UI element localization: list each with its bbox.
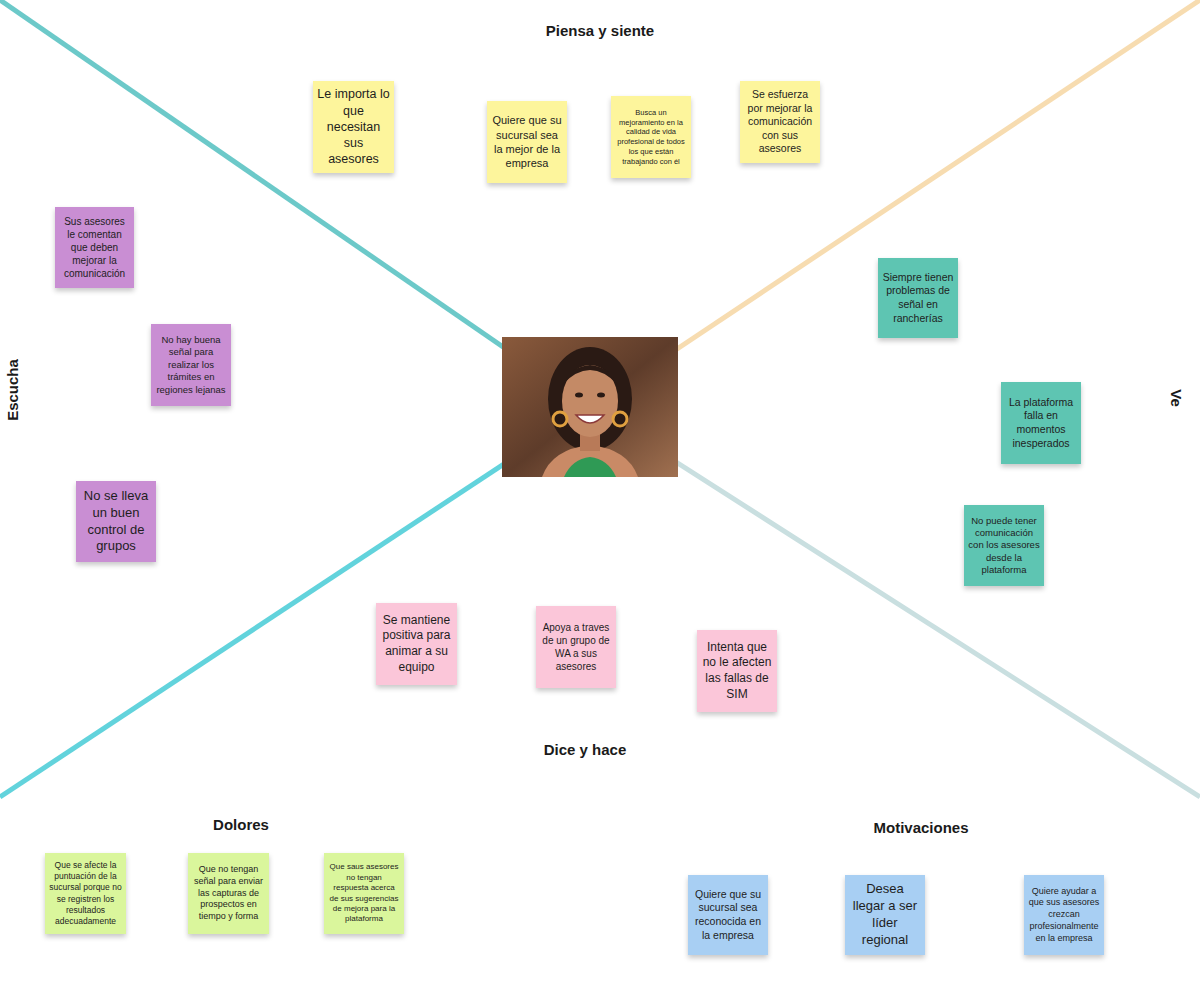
note-text: Quiere que su sucursal sea reconocida en… — [692, 888, 764, 943]
sticky-note: No hay buena señal para realizar los trá… — [151, 324, 231, 406]
top — [564, 457, 616, 477]
note-text: No se lleva un buen control de grupos — [80, 488, 152, 556]
note-text: Siempre tienen problemas de señal en ran… — [882, 271, 954, 326]
photo-background — [502, 337, 678, 477]
region-fill — [590, 0, 1200, 797]
note-text: Que se afecte la puntuación de la sucurs… — [49, 860, 122, 926]
note-text: No hay buena señal para realizar los trá… — [155, 334, 227, 396]
sticky-note: Siempre tienen problemas de señal en ran… — [878, 258, 958, 338]
persona-photo — [502, 337, 678, 477]
note-text: Quiere ayudar a que sus asesores crezcan… — [1028, 886, 1100, 944]
map-panel: MotivacionesQuiere que su sucursal sea r… — [600, 797, 1200, 997]
note-text: Busca un mejoramiento en la calidad de v… — [615, 108, 687, 167]
face — [562, 365, 618, 437]
region-fill — [0, 797, 600, 997]
divider-line — [590, 407, 1200, 797]
sticky-note: Que saus asesores no tengan respuesta ac… — [324, 853, 404, 934]
section-heading: Dice y hace — [544, 741, 627, 758]
earring — [613, 412, 627, 426]
section-heading: Dolores — [213, 816, 269, 833]
divider-line — [590, 0, 1200, 407]
note-text: No puede tener comunicación con los ases… — [968, 515, 1040, 577]
region-fill — [600, 797, 1200, 997]
note-text: Intenta que no le afecten las fallas de … — [701, 640, 773, 702]
region-fill — [0, 0, 590, 797]
sticky-note: Se mantiene positiva para animar a su eq… — [376, 603, 457, 685]
note-text: La plataforma falla en momentos inespera… — [1005, 396, 1077, 451]
sticky-note: No puede tener comunicación con los ases… — [964, 505, 1044, 586]
sticky-note: Busca un mejoramiento en la calidad de v… — [611, 96, 691, 178]
fringe — [562, 365, 618, 385]
smile — [576, 415, 604, 423]
eye — [597, 393, 605, 398]
sticky-note: Quiere ayudar a que sus asesores crezcan… — [1024, 875, 1104, 955]
sticky-note: Desea llegar a ser líder regional — [845, 875, 925, 955]
note-text: Apoya a traves de un grupo de WA a sus a… — [540, 621, 612, 673]
region-shape — [0, 405, 1200, 797]
note-text: Quiere que su sucursal sea la mejor de l… — [491, 113, 563, 170]
sticky-note: Le importa lo que necesitan sus asesores — [313, 81, 394, 173]
map-panel: DoloresQue se afecte la puntuación de la… — [0, 797, 600, 997]
note-text: Sus asesores le comentan que deben mejor… — [59, 215, 130, 280]
note-text: Que saus asesores no tengan respuesta ac… — [328, 862, 400, 924]
sticky-note: Que no tengan señal para enviar las capt… — [188, 853, 269, 934]
section-heading: Escucha — [4, 359, 21, 421]
sticky-note: Quiere que su sucursal sea reconocida en… — [688, 875, 768, 955]
sticky-note: No se lleva un buen control de grupos — [76, 481, 156, 562]
section-heading: Piensa y siente — [546, 22, 654, 39]
sticky-note: Que se afecte la puntuación de la sucurs… — [45, 853, 126, 934]
sticky-note: Apoya a traves de un grupo de WA a sus a… — [536, 606, 616, 688]
note-text: Se esfuerza por mejorar la comunicación … — [744, 88, 816, 156]
section-heading: Motivaciones — [873, 819, 968, 836]
region-fill — [0, 407, 1200, 797]
sticky-note: Quiere que su sucursal sea la mejor de l… — [487, 101, 567, 183]
note-text: Desea llegar a ser líder regional — [849, 881, 921, 949]
eye — [575, 393, 583, 398]
earring — [553, 412, 567, 426]
sticky-note: Se esfuerza por mejorar la comunicación … — [740, 81, 820, 163]
region-fill — [20, 0, 1180, 407]
note-text: Le importa lo que necesitan sus asesores — [317, 86, 390, 167]
sticky-note: La plataforma falla en momentos inespera… — [1001, 382, 1081, 464]
divider-line — [0, 407, 590, 797]
sticky-note: Intenta que no le afecten las fallas de … — [697, 630, 777, 712]
divider-line — [0, 0, 590, 407]
hair — [548, 347, 632, 451]
section-heading: Ve — [1168, 389, 1185, 407]
map-quadrant: Dice y hace Se mantiene positiva para ani… — [0, 405, 1200, 797]
note-text: Que no tengan señal para enviar las capt… — [192, 864, 265, 922]
sticky-note: Sus asesores le comentan que deben mejor… — [55, 207, 134, 288]
note-text: Se mantiene positiva para animar a su eq… — [380, 613, 453, 675]
